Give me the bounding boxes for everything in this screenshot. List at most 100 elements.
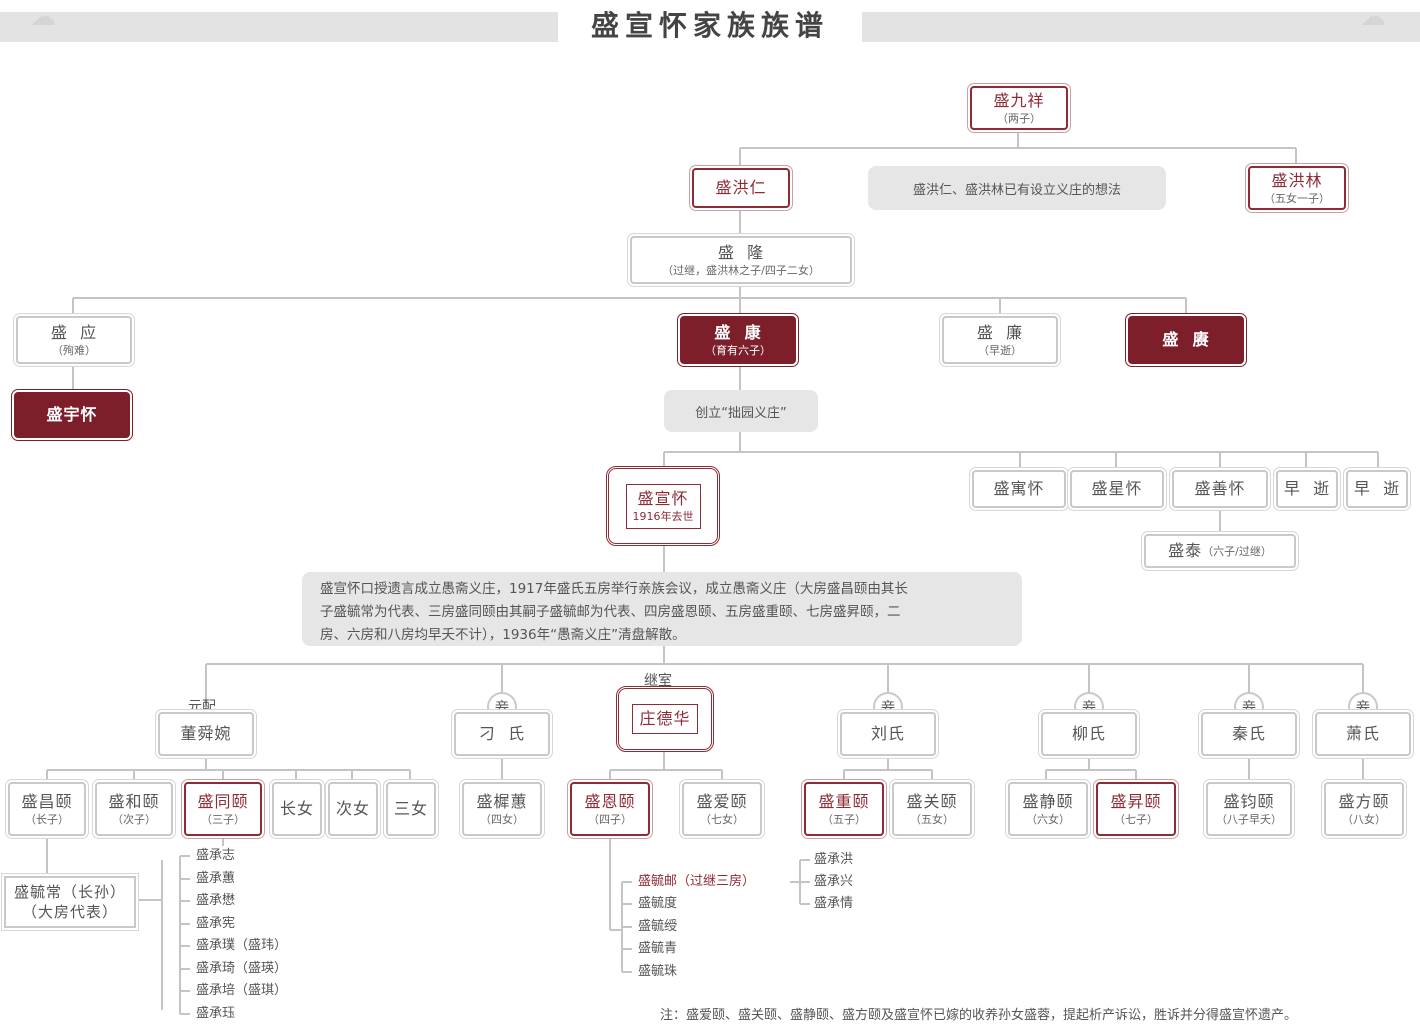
- node-died-young-2[interactable]: 早 逝: [1346, 470, 1408, 508]
- node-note: （五女一子）: [1264, 191, 1330, 205]
- line-ancestor-down: [739, 130, 1297, 168]
- header-banner-right: [862, 12, 1420, 42]
- list-item-yuyou-son: 盛承洪: [814, 852, 854, 867]
- list-item-enyi-son: 盛毓青: [638, 941, 678, 956]
- node-sheng-yuchang[interactable]: 盛毓常（长孙） （大房代表）: [4, 876, 136, 928]
- node-sheng-shanhuai[interactable]: 盛善怀: [1172, 470, 1268, 508]
- node-sheng-hongren[interactable]: 盛洪仁: [692, 168, 790, 208]
- node-sheng-enyi[interactable]: 盛恩颐 （四子）: [570, 782, 650, 836]
- node-name: 盛关颐: [906, 791, 958, 811]
- node-eldest-daughter[interactable]: 长女: [272, 782, 322, 836]
- node-name: 盛同颐: [197, 791, 249, 811]
- node-name: 盛樨蕙: [476, 791, 528, 811]
- node-name: 盛爱颐: [696, 791, 748, 811]
- node-zhuang-dehua[interactable]: 庄德华: [616, 686, 714, 752]
- node-sheng-tongyi[interactable]: 盛同颐 （三子）: [184, 782, 262, 836]
- node-name: 盛宣怀: [637, 488, 689, 508]
- node-third-daughter[interactable]: 三女: [386, 782, 436, 836]
- node-name: 柳氏: [1071, 724, 1106, 743]
- node-name: 长女: [279, 799, 314, 818]
- line-kang-children: [663, 432, 1379, 470]
- node-note: 1916年去世: [632, 509, 694, 523]
- node-name: 盛钧颐: [1223, 791, 1275, 811]
- line-long-down: [72, 284, 1187, 316]
- node-name: 萧氏: [1345, 724, 1380, 743]
- node-second-daughter[interactable]: 次女: [328, 782, 378, 836]
- node-name: 三女: [393, 799, 428, 818]
- list-item-tongyi-son: 盛承培（盛琪）: [196, 983, 288, 998]
- node-sheng-tai[interactable]: 盛泰 （六子/过继）: [1144, 534, 1296, 568]
- node-name: 盛寓怀: [993, 479, 1045, 498]
- line-zhuang-children: [609, 752, 723, 782]
- node-note: （五女）: [910, 812, 954, 826]
- node-sheng-yuhuai[interactable]: 盛宇怀: [14, 392, 130, 438]
- note-line-3: 房、六房和八房均早夭不计），1936年“愚斋义庄”清盘解散。: [320, 627, 686, 643]
- node-name: 秦氏: [1231, 724, 1266, 743]
- node-inner-frame: 庄德华: [632, 704, 698, 734]
- node-sheng-guanyi[interactable]: 盛关颐 （五女）: [892, 782, 972, 836]
- node-died-young-1[interactable]: 早 逝: [1276, 470, 1338, 508]
- node-name: 盛 赓: [1162, 330, 1210, 349]
- node-note: （早逝）: [978, 343, 1022, 357]
- node-name: 早 逝: [1283, 479, 1331, 498]
- node-name: 刘氏: [870, 724, 905, 743]
- list-item-tongyi-son: 盛承璞（盛玮）: [196, 938, 288, 953]
- list-item-yuyou-son: 盛承兴: [814, 874, 854, 889]
- node-name: 刁 氏: [478, 724, 526, 743]
- node-note: （八女）: [1342, 812, 1386, 826]
- node-dong-shunwan[interactable]: 董舜婉: [158, 712, 254, 756]
- footnote: 注：盛爱颐、盛关颐、盛静颐、盛方颐及盛宣怀已嫁的收养孙女盛蓉，提起析产诉讼，胜诉…: [660, 1008, 1298, 1023]
- node-liu-shi[interactable]: 刘氏: [840, 712, 936, 756]
- node-name: 盛宇怀: [46, 405, 98, 424]
- list-item-enyi-son: 盛毓珠: [638, 964, 678, 979]
- node-name: 盛静颐: [1022, 791, 1074, 811]
- node-diao-shi[interactable]: 刁 氏: [454, 712, 550, 756]
- node-liu-shi-2[interactable]: 柳氏: [1041, 712, 1137, 756]
- wife-title-yuanpei: 元配: [188, 699, 216, 715]
- node-name: 盛 隆: [717, 242, 765, 262]
- node-sheng-jiuxiang[interactable]: 盛九祥 （两子）: [970, 86, 1068, 130]
- note-yizhuang-idea: 盛洪仁、盛洪林已有设立义庄的想法: [868, 166, 1166, 210]
- node-sheng-long[interactable]: 盛 隆 （过继，盛洪林之子/四子二女）: [630, 236, 852, 284]
- list-item-tongyi-son: 盛承蕙: [196, 871, 236, 886]
- node-sheng-jingyi[interactable]: 盛静颐 （六女）: [1008, 782, 1088, 836]
- node-sheng-xuanhuai[interactable]: 盛宣怀 1916年去世: [606, 466, 720, 546]
- node-sheng-geng[interactable]: 盛 赓: [1128, 316, 1244, 364]
- node-sheng-aiyi[interactable]: 盛爱颐 （七女）: [682, 782, 762, 836]
- node-sheng-kang[interactable]: 盛 康 （育有六子）: [680, 316, 796, 364]
- line-tongyi-sons: [161, 836, 224, 1015]
- node-sheng-fangyi[interactable]: 盛方颐 （八女）: [1324, 782, 1404, 836]
- node-sheng-lian[interactable]: 盛 廉 （早逝）: [942, 316, 1058, 364]
- node-name: 盛和颐: [108, 791, 160, 811]
- page-title: 盛宣怀家族族谱: [590, 9, 829, 42]
- node-qin-shi[interactable]: 秦氏: [1201, 712, 1297, 756]
- node-name: 盛九祥: [993, 90, 1045, 110]
- node-sheng-zhongyi[interactable]: 盛重颐 （五子）: [804, 782, 884, 836]
- node-sheng-xinghuai[interactable]: 盛星怀: [1070, 470, 1164, 508]
- node-sheng-changyi[interactable]: 盛昌颐 （长子）: [8, 782, 86, 836]
- node-sheng-ying[interactable]: 盛 应 （殉难）: [16, 316, 132, 364]
- line-liu-children: [843, 756, 933, 782]
- node-name: 盛重颐: [818, 791, 870, 811]
- note-line-1: 盛宣怀口授遗言成立愚斋义庄，1917年盛氏五房举行亲族会议，成立愚斋义庄（大房盛…: [320, 581, 908, 597]
- node-sheng-shengyi[interactable]: 盛昇颐 （七子）: [1096, 782, 1176, 836]
- line-wives: [205, 646, 1364, 712]
- node-xiao-shi[interactable]: 萧氏: [1315, 712, 1411, 756]
- wife-title-jishi: 继室: [644, 673, 672, 689]
- list-item-enyi-son: 盛毓度: [638, 896, 678, 911]
- node-inner-frame: 盛宣怀 1916年去世: [625, 483, 701, 529]
- node-name: 盛 康: [714, 322, 762, 342]
- node-name: 盛昌颐: [21, 791, 73, 811]
- node-sheng-yuhuai2[interactable]: 盛寓怀: [972, 470, 1066, 508]
- node-note: （长子）: [25, 812, 69, 826]
- node-note: （四子）: [588, 812, 632, 826]
- node-note: （四女）: [480, 812, 524, 826]
- node-sheng-heyi[interactable]: 盛和颐 （次子）: [95, 782, 173, 836]
- node-sheng-honglin[interactable]: 盛洪林 （五女一子）: [1248, 166, 1346, 210]
- node-sheng-xihui[interactable]: 盛樨蕙 （四女）: [462, 782, 542, 836]
- list-item-tongyi-son: 盛承宪: [196, 916, 236, 931]
- list-item-tongyi-son: 盛承懋: [196, 893, 236, 908]
- node-note: （七子）: [1114, 812, 1158, 826]
- node-sheng-junyi[interactable]: 盛钧颐 （八子早夭）: [1206, 782, 1292, 836]
